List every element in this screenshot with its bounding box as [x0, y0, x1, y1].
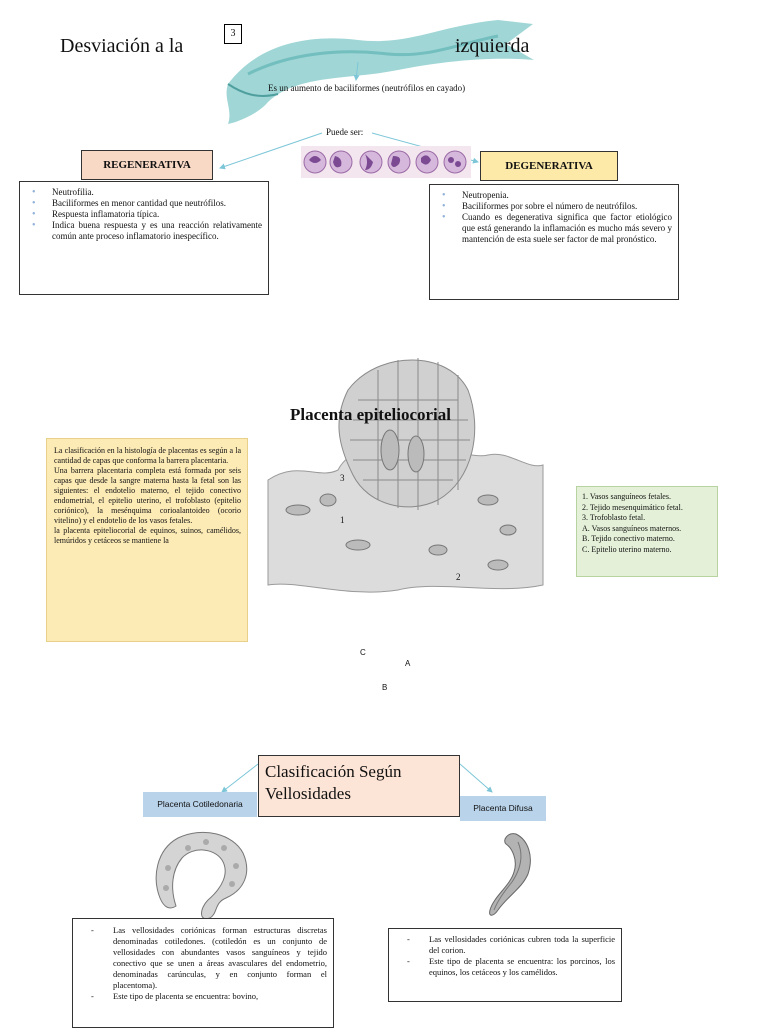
neutrophil-cells-image: [301, 146, 471, 178]
histology-marker-1: 1: [340, 515, 345, 525]
list-item: •Indica buena respuesta y es una reacció…: [32, 220, 262, 241]
placenta-difusa-label: Placenta Difusa: [460, 796, 546, 821]
placenta-cotiledonaria-label: Placenta Cotiledonaria: [143, 792, 257, 817]
description-paragraph: La clasificación en la histología de pla…: [54, 446, 241, 465]
puede-ser-label: Puede ser:: [326, 127, 364, 137]
legend-item: 2. Tejido mesenquimático fetal.: [582, 502, 683, 512]
histology-marker-b: B: [382, 683, 388, 692]
page-number-badge: 3: [224, 24, 242, 44]
cotiledonaria-text-box: -Las vellosidades coriónicas forman estr…: [72, 918, 334, 1028]
histology-marker-3: 3: [340, 473, 345, 483]
list-item: -Este tipo de placenta se encuentra: bov…: [91, 991, 259, 1001]
vellosidades-title: Clasificación Según Vellosidades: [265, 762, 402, 803]
list-item: -Las vellosidades coriónicas forman estr…: [91, 925, 327, 990]
difusa-image: [489, 833, 531, 916]
legend-item: C. Epitelio uterino materno.: [582, 544, 672, 554]
list-item: •Neutropenia.: [442, 190, 509, 201]
ribbon-banner: [226, 20, 534, 124]
legend-item: A. Vasos sanguíneos maternos.: [582, 523, 682, 533]
list-item: •Cuando es degenerativa significa que fa…: [442, 212, 672, 244]
histology-marker-a: A: [405, 659, 411, 668]
section3-arrows: [221, 763, 493, 793]
histology-marker-2: 2: [456, 572, 461, 582]
legend-item: B. Tejido conectivo materno.: [582, 534, 675, 543]
difusa-text-box: -Las vellosidades coriónicas cubren toda…: [388, 928, 622, 1002]
legend-item: 3. Trofoblasto fetal.: [582, 513, 646, 522]
placenta-legend-box: 1. Vasos sanguíneos fetales. 2. Tejido m…: [576, 486, 718, 577]
vellosidades-title-box: Clasificación Según Vellosidades: [258, 755, 460, 817]
degenerativa-header: DEGENERATIVA: [480, 151, 618, 181]
placenta-histology-image: [267, 358, 544, 593]
legend-item: 1. Vasos sanguíneos fetales.: [582, 492, 671, 501]
list-item: -Las vellosidades coriónicas cubren toda…: [407, 934, 615, 955]
section1-title-right: izquierda: [455, 35, 530, 57]
description-paragraph: la placenta epiteliocorial de equinos, s…: [54, 526, 241, 545]
list-item: •Baciliformes por sobre el número de neu…: [442, 201, 638, 212]
section1-title-left: Desviación a la: [60, 35, 184, 57]
list-item: •Baciliformes en menor cantidad que neut…: [32, 198, 226, 209]
definition-text: Es un aumento de baciliformes (neutrófil…: [268, 83, 466, 93]
cotiledonaria-image: [155, 831, 248, 920]
placenta-description-box: La clasificación en la histología de pla…: [46, 438, 248, 642]
list-item: •Respuesta inflamatoria típica.: [32, 209, 160, 220]
histology-marker-c: C: [360, 648, 366, 657]
placenta-title: Placenta epiteliocorial: [290, 405, 451, 424]
description-paragraph: Una barrera placentaria completa está fo…: [54, 466, 241, 525]
regenerativa-header: REGENERATIVA: [81, 150, 213, 180]
regenerativa-box: •Neutrofilia. •Baciliformes en menor can…: [19, 181, 269, 295]
list-item: -Este tipo de placenta se encuentra: los…: [407, 956, 615, 977]
list-item: •Neutrofilia.: [32, 187, 94, 198]
degenerativa-box: •Neutropenia. •Baciliformes por sobre el…: [429, 184, 679, 300]
